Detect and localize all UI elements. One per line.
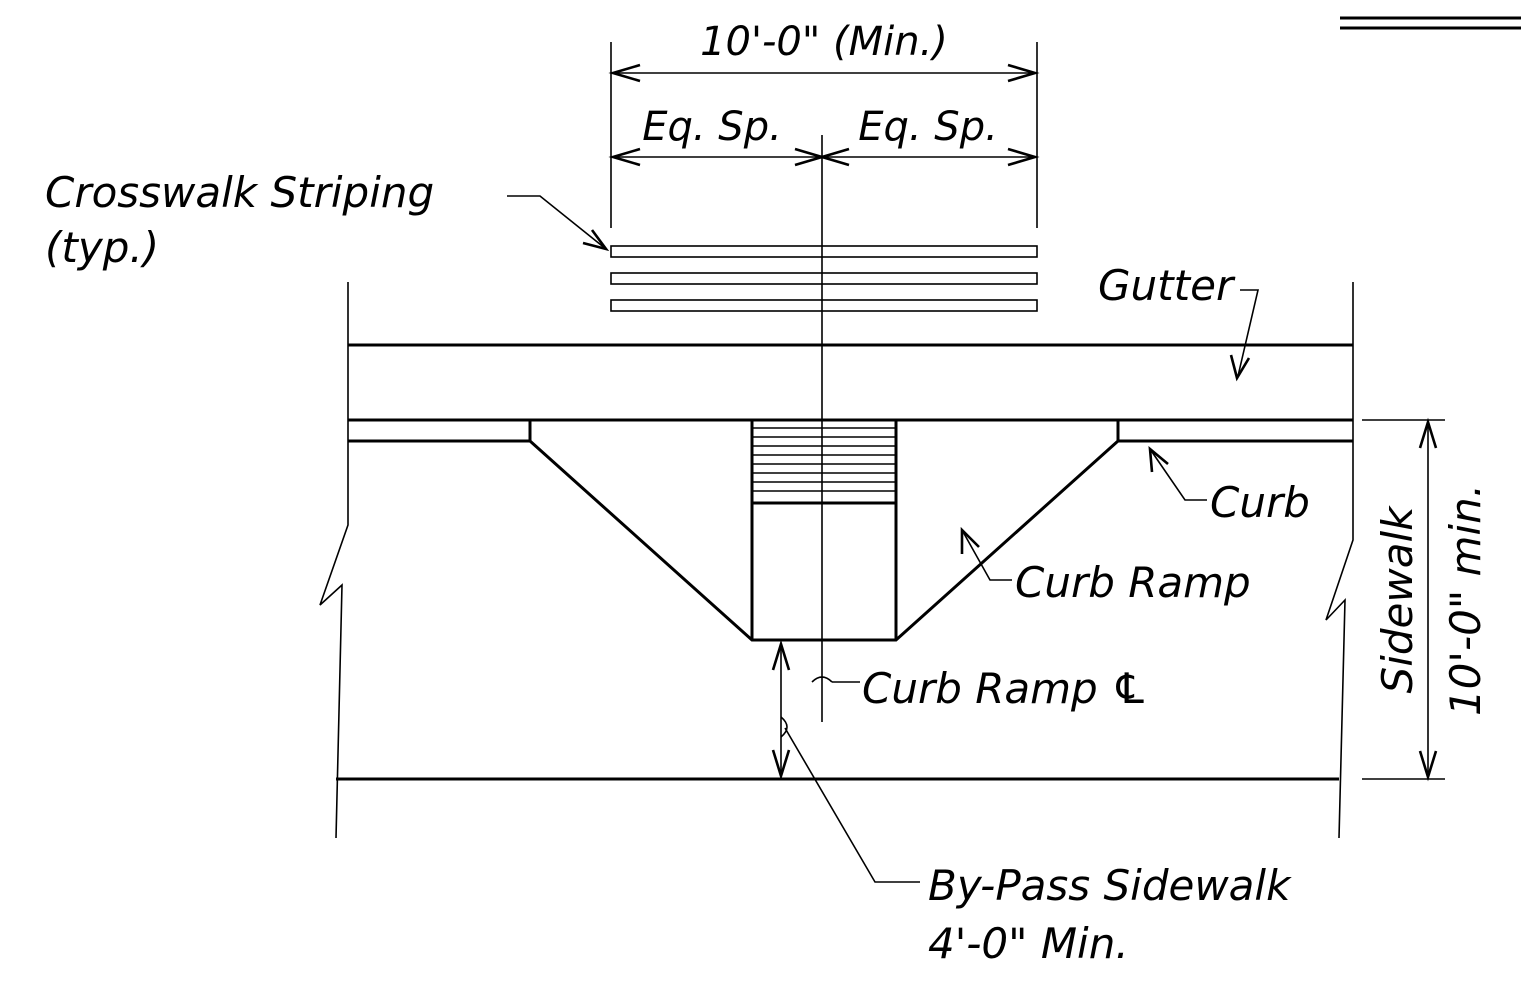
centerline-tick bbox=[811, 676, 833, 683]
arrowhead bbox=[771, 639, 791, 671]
arrowhead bbox=[960, 526, 980, 554]
curb-leader bbox=[1149, 448, 1207, 501]
curb-callout: Curb bbox=[1148, 446, 1310, 527]
arrowhead bbox=[582, 229, 610, 252]
crosswalk-leader bbox=[507, 195, 607, 250]
crosswalk-striping bbox=[610, 245, 1038, 312]
left-spacing-label: Eq. Sp. bbox=[642, 104, 782, 150]
curb-ramp-centerline-label: Curb Ramp ℄ bbox=[862, 664, 1149, 713]
arrowhead bbox=[1418, 417, 1438, 449]
curb-ramp-label: Curb Ramp bbox=[1015, 558, 1251, 607]
arrowhead bbox=[1148, 446, 1169, 473]
crosswalk-callout: Crosswalk Striping (typ.) bbox=[45, 168, 610, 272]
right-break-line bbox=[1325, 282, 1354, 839]
overall-width-dimension: 10'-0" (Min.) bbox=[608, 19, 1040, 228]
crosswalk-typ-label: (typ.) bbox=[45, 223, 159, 272]
curb-label: Curb bbox=[1210, 478, 1310, 527]
bypass-tick bbox=[780, 716, 788, 738]
ramp-flare-outline bbox=[528, 439, 1120, 642]
curb-ramp-callout: Curb Ramp bbox=[960, 526, 1251, 607]
bypass-dimension: By-Pass Sidewalk 4'-0" Min. bbox=[771, 639, 1292, 968]
arrowhead bbox=[771, 749, 791, 781]
right-spacing-label: Eq. Sp. bbox=[858, 104, 998, 150]
crosswalk-stripe bbox=[610, 272, 1038, 285]
gutter-label: Gutter bbox=[1098, 261, 1236, 310]
arrowhead bbox=[608, 147, 641, 167]
left-break-line bbox=[319, 282, 349, 839]
sidewalk-label: Sidewalk bbox=[1373, 505, 1422, 694]
arrowhead bbox=[1007, 147, 1040, 167]
arrowhead bbox=[1229, 354, 1251, 382]
gutter-leader bbox=[1237, 289, 1260, 377]
curb-ramp-leader bbox=[961, 529, 1012, 581]
detectable-warning-grooves bbox=[752, 427, 896, 505]
sidewalk-width-label: 10'-0" min. bbox=[1441, 484, 1490, 716]
curb bbox=[348, 418, 1353, 443]
gutter-callout: Gutter bbox=[1098, 261, 1260, 382]
arrowhead bbox=[608, 63, 641, 83]
crosswalk-stripe bbox=[610, 245, 1038, 258]
bypass-min-label: 4'-0" Min. bbox=[928, 919, 1129, 968]
centerline-callout: Curb Ramp ℄ bbox=[811, 664, 1149, 713]
title-block-fragment bbox=[1340, 16, 1521, 30]
crosswalk-label: Crosswalk Striping bbox=[45, 168, 434, 217]
curb-ramp bbox=[528, 420, 1120, 642]
bypass-leader bbox=[784, 727, 920, 883]
sidewalk-dimension: Sidewalk 10'-0" min. bbox=[1362, 417, 1490, 782]
overall-width-label: 10'-0" (Min.) bbox=[700, 19, 948, 65]
equal-spacing-dimension: Eq. Sp. Eq. Sp. bbox=[608, 104, 1040, 167]
arrowhead bbox=[1418, 750, 1438, 782]
crosswalk-stripe bbox=[610, 299, 1038, 312]
arrowhead bbox=[1007, 63, 1040, 83]
bypass-sidewalk-label: By-Pass Sidewalk bbox=[928, 861, 1292, 910]
